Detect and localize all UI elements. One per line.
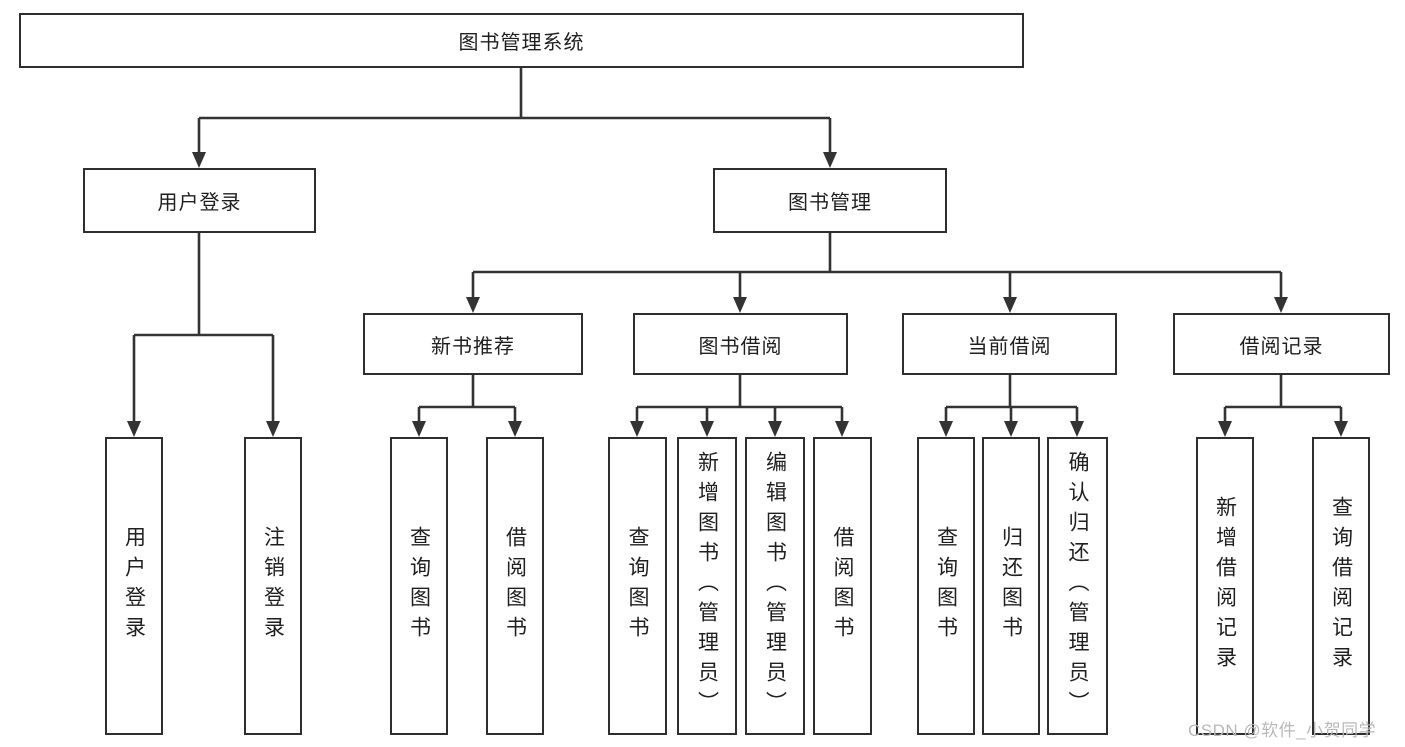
- node-label: 归还图书: [999, 526, 1023, 646]
- node-leaf-confirm-return-admin: 确认归还（管理员）: [1047, 437, 1108, 735]
- node-label: 借阅图书: [831, 526, 854, 646]
- arrowhead: [768, 421, 782, 437]
- arrowhead: [266, 421, 280, 437]
- node-borrow-records: 借阅记录: [1173, 313, 1390, 375]
- node-label: 新增图书（管理员）: [695, 451, 719, 721]
- connector-user-login-children: [132, 233, 275, 423]
- arrowhead: [939, 421, 953, 437]
- connector-current-borrow-children: [944, 375, 1079, 423]
- node-leaf-logout: 注销登录: [244, 437, 302, 735]
- csdn-watermark: CSDN @软件_小贺同学: [1188, 721, 1377, 740]
- connector-borrow-records-children: [1223, 375, 1343, 423]
- node-leaf-add-book-admin: 新增图书（管理员）: [677, 437, 737, 735]
- node-label: 图书管理系统: [458, 32, 585, 54]
- connector-new-book-children: [417, 375, 517, 423]
- arrowhead: [192, 152, 206, 168]
- node-leaf-query-book-3: 查询图书: [917, 437, 975, 735]
- node-label: 图书借阅: [698, 335, 783, 358]
- node-label: 查询图书: [934, 526, 958, 646]
- node-leaf-user-login: 用户登录: [105, 437, 163, 735]
- arrowhead: [1218, 421, 1232, 437]
- arrowhead: [1004, 421, 1018, 437]
- node-label: 用户登录: [157, 192, 242, 214]
- arrowhead: [700, 421, 714, 437]
- connector-root-to-level2: [197, 68, 832, 154]
- connector-book-borrow-children: [635, 375, 844, 423]
- connector-book-mgmt-children: [471, 233, 1283, 299]
- node-book-management: 图书管理: [713, 168, 947, 233]
- arrowhead: [1334, 421, 1348, 437]
- node-label: 查询图书: [626, 526, 649, 646]
- arrowhead: [1070, 421, 1084, 437]
- node-label: 注销登录: [261, 526, 285, 646]
- arrowhead: [466, 297, 480, 313]
- node-leaf-query-book-1: 查询图书: [390, 437, 448, 735]
- node-leaf-borrow-book-2: 借阅图书: [813, 437, 872, 735]
- node-label: 确认归还（管理员）: [1066, 451, 1089, 721]
- node-leaf-borrow-book-1: 借阅图书: [486, 437, 544, 735]
- node-leaf-query-book-2: 查询图书: [608, 437, 667, 735]
- node-leaf-edit-book-admin: 编辑图书（管理员）: [745, 437, 805, 735]
- arrowhead: [823, 152, 837, 168]
- node-book-borrow: 图书借阅: [633, 313, 848, 375]
- node-label: 编辑图书（管理员）: [763, 451, 787, 721]
- node-label: 图书管理: [788, 192, 872, 214]
- arrowhead: [835, 421, 849, 437]
- node-label: 借阅记录: [1239, 335, 1324, 358]
- node-label: 新增借阅记录: [1213, 496, 1237, 676]
- node-library-system: 图书管理系统: [19, 13, 1024, 68]
- arrowhead: [1274, 297, 1288, 313]
- node-new-book-recommend: 新书推荐: [363, 313, 583, 375]
- node-user-login: 用户登录: [83, 168, 316, 233]
- node-leaf-query-borrow-record: 查询借阅记录: [1312, 437, 1370, 735]
- arrowhead: [127, 421, 141, 437]
- node-label: 当前借阅: [967, 335, 1052, 358]
- node-current-borrow: 当前借阅: [902, 313, 1117, 375]
- node-leaf-add-borrow-record: 新增借阅记录: [1196, 437, 1254, 735]
- node-label: 借阅图书: [503, 526, 527, 646]
- node-label: 用户登录: [122, 526, 146, 646]
- arrowhead: [1003, 297, 1017, 313]
- arrowhead: [733, 297, 747, 313]
- node-label: 查询图书: [407, 526, 431, 646]
- arrowhead: [630, 421, 644, 437]
- arrowhead: [412, 421, 426, 437]
- node-label: 新书推荐: [431, 335, 515, 358]
- node-label: 查询借阅记录: [1329, 496, 1353, 676]
- arrowhead: [508, 421, 522, 437]
- node-leaf-return-book: 归还图书: [982, 437, 1040, 735]
